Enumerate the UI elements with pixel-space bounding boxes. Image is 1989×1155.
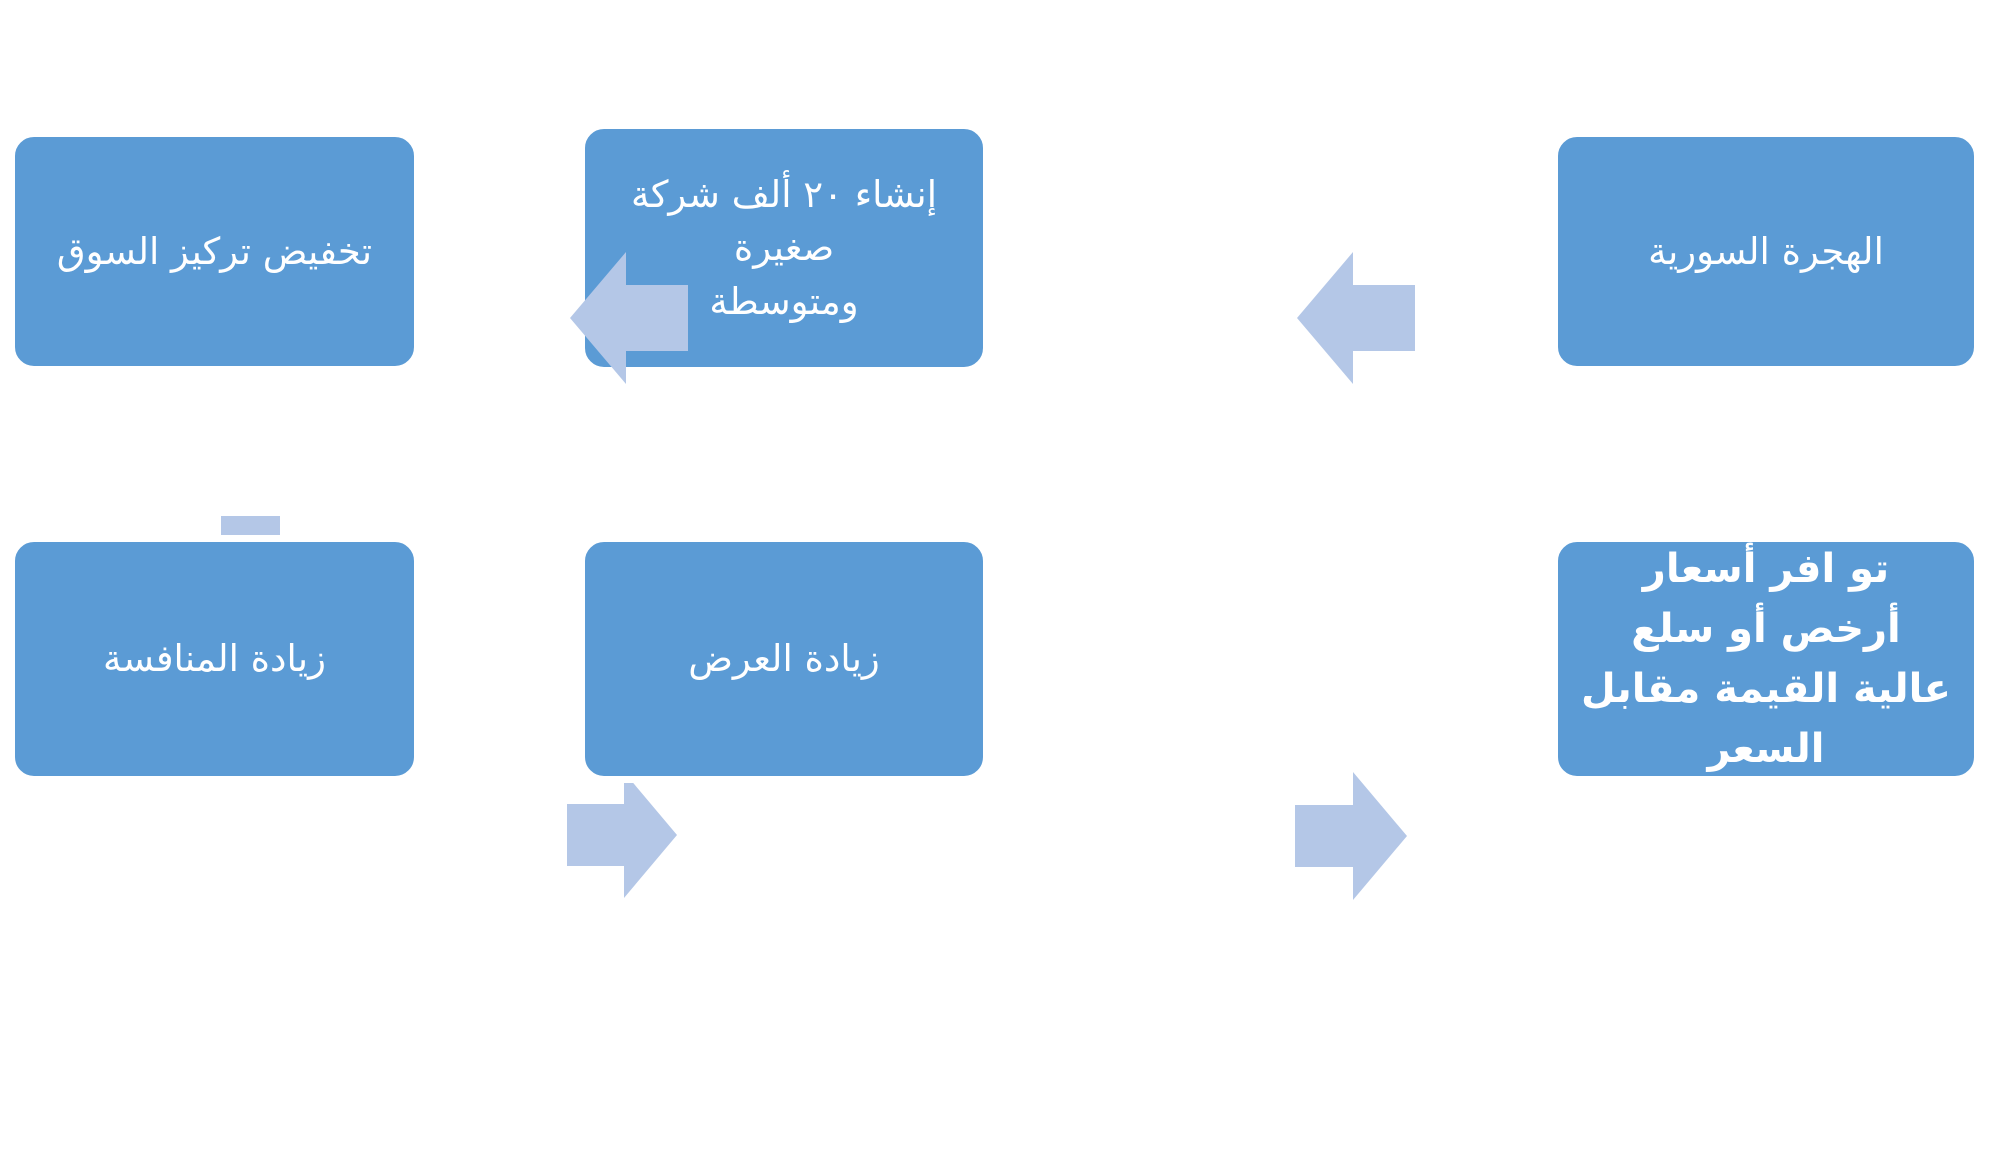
node-syrian-migration-label: الهجرة السورية [1648, 229, 1884, 273]
node-cheaper-prices-higher-value[interactable]: تو افر أسعار أرخص أو سلع عالية القيمة مق… [1551, 535, 1981, 783]
node-reduce-market-concentration-label: تخفيض تركيز السوق [56, 229, 373, 273]
arrow-left-icon-migration-to-smes [1297, 252, 1415, 384]
node-increase-supply-label: زيادة العرض [688, 637, 880, 681]
node-reduce-market-concentration[interactable]: تخفيض تركيز السوق [8, 130, 421, 373]
arrow-right-icon-supply-to-prices [1295, 772, 1407, 900]
node-create-20k-smes-label: إنشاء ٢٠ ألف شركة صغيرة ومتوسطة [630, 172, 938, 323]
arrow-left-icon-smes-to-concentration [570, 252, 688, 384]
node-cheaper-prices-higher-value-label: تو افر أسعار أرخص أو سلع عالية القيمة مق… [1580, 546, 1952, 772]
node-increase-supply[interactable]: زيادة العرض [578, 535, 990, 783]
node-increase-competition-label: زيادة المنافسة [103, 637, 326, 681]
node-syrian-migration[interactable]: الهجرة السورية [1551, 130, 1981, 373]
arrow-right-icon-competition-to-supply [567, 772, 677, 898]
node-increase-competition[interactable]: زيادة المنافسة [8, 535, 421, 783]
